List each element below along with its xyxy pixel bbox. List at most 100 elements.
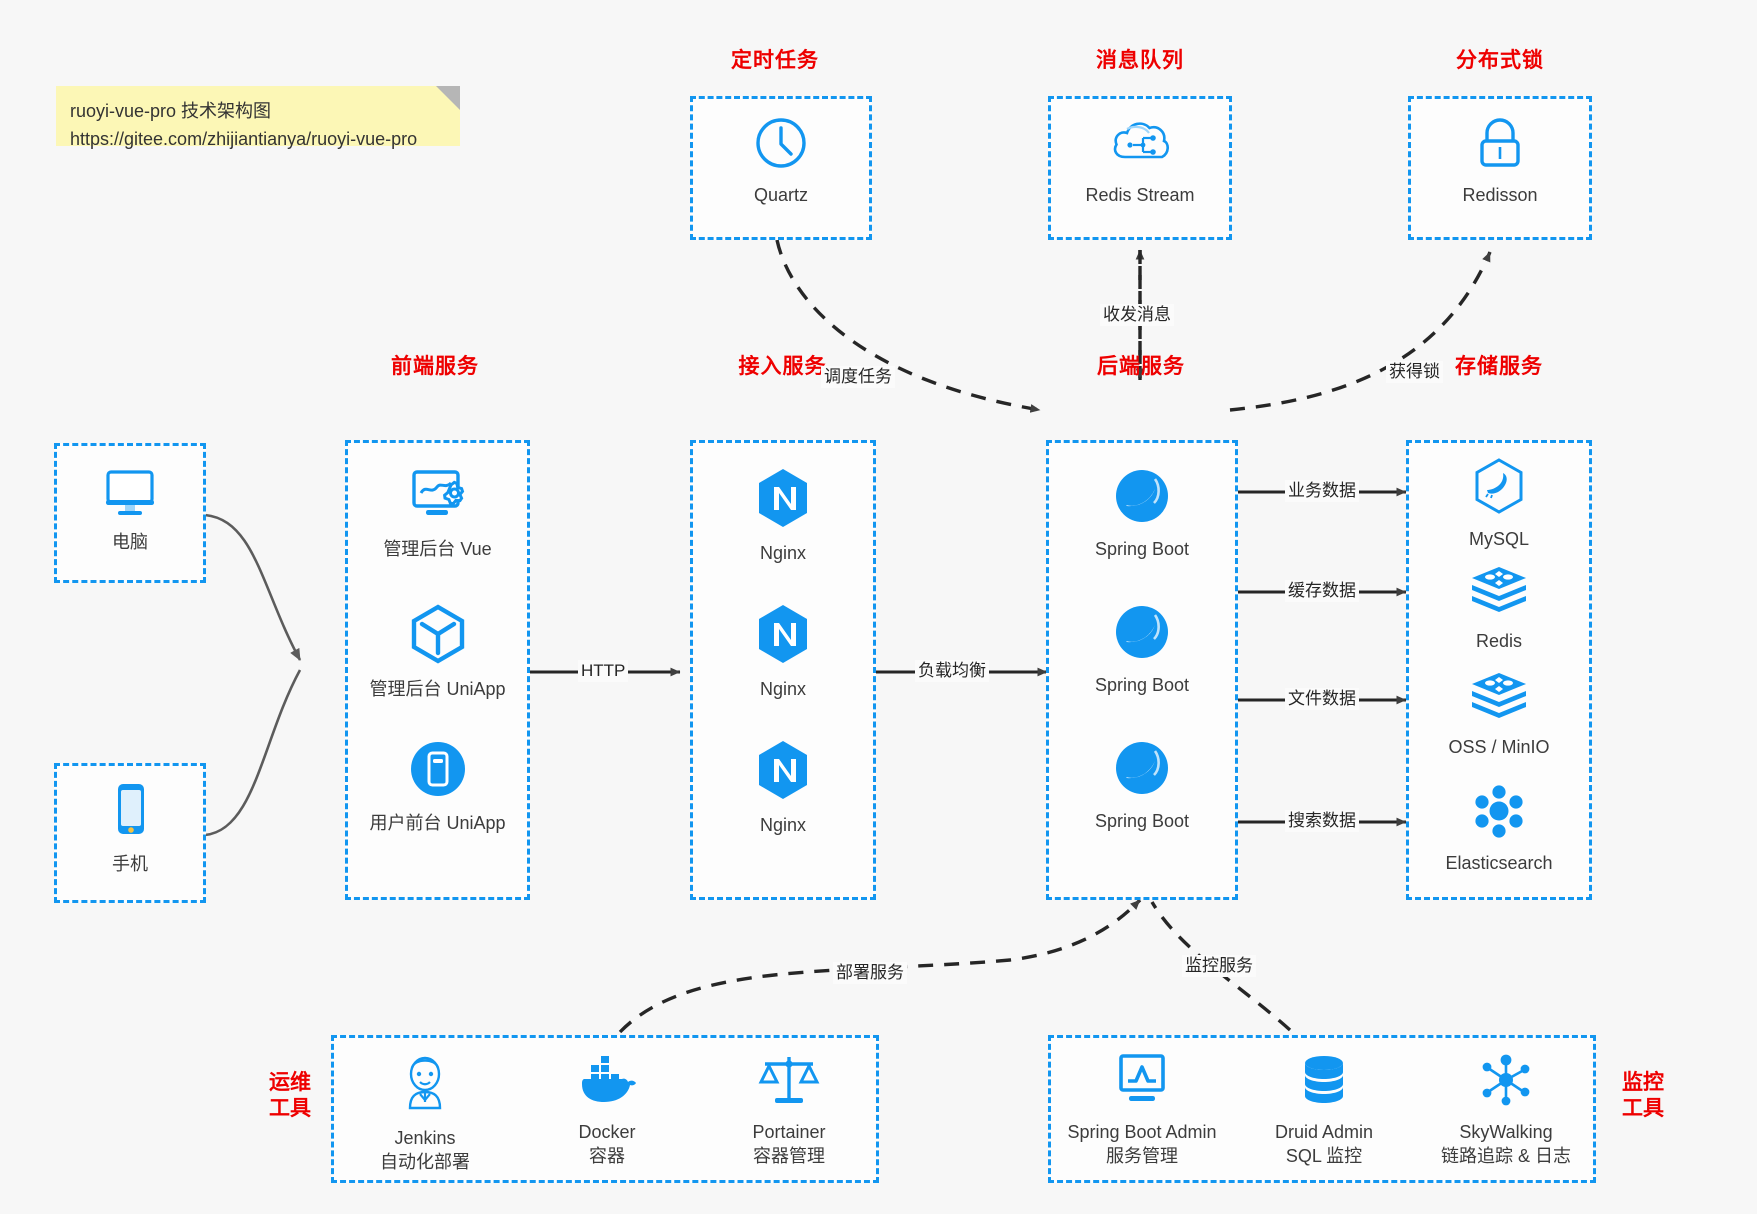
edge-quartz-to-backend	[775, 239, 1041, 413]
note-line-1: ruoyi-vue-pro 技术架构图	[70, 101, 272, 121]
node-label: 管理后台 Vue	[383, 539, 492, 559]
edge-pc-to-frontend	[204, 513, 302, 661]
edge-mobile-to-frontend	[204, 669, 302, 837]
scales-icon	[757, 1052, 821, 1113]
node-label: Jenkins	[394, 1128, 456, 1148]
edge-label-deploy-service: 部署服务	[833, 962, 907, 985]
group-box-lock: Redisson	[1408, 96, 1592, 240]
edge-label-file-data: 文件数据	[1285, 688, 1359, 711]
node-oss-minio[interactable]: OSS / MinIO	[1409, 671, 1589, 759]
node-nginx-2[interactable]: Nginx	[693, 603, 873, 701]
node-label: Docker	[578, 1122, 636, 1142]
node-redis[interactable]: Redis	[1409, 565, 1589, 653]
monitor-title-line1: 监控	[1622, 1071, 1664, 1094]
group-box-mobile: 手机	[54, 763, 206, 903]
node-label: Nginx	[759, 679, 807, 699]
cube-icon	[408, 603, 468, 670]
docker-icon	[574, 1052, 640, 1113]
node-spring-boot-admin[interactable]: Spring Boot Admin 服务管理	[1051, 1052, 1233, 1169]
node-portainer[interactable]: Portainer 容器管理	[698, 1052, 880, 1169]
node-label: Quartz	[753, 185, 809, 205]
group-title-scheduler: 定时任务	[731, 49, 819, 72]
group-box-pc: 电脑	[54, 443, 206, 583]
dashboard-gear-icon	[407, 467, 469, 530]
desktop-icon	[100, 464, 160, 523]
node-label: Redis	[1475, 631, 1523, 651]
node-skywalking[interactable]: SkyWalking 链路追踪 & 日志	[1415, 1052, 1597, 1169]
nginx-icon	[754, 467, 812, 534]
node-sublabel: 容器	[589, 1146, 625, 1167]
node-pc[interactable]: 电脑	[57, 464, 203, 554]
group-box-monitor: Spring Boot Admin 服务管理 Druid Admin SQL 监…	[1048, 1035, 1596, 1183]
group-title-frontend: 前端服务	[391, 355, 479, 378]
node-spring-boot-2[interactable]: Spring Boot	[1049, 603, 1235, 697]
node-label: Redis Stream	[1085, 185, 1195, 205]
node-mobile[interactable]: 手机	[57, 780, 203, 876]
devops-title-line2: 工具	[269, 1097, 311, 1121]
node-label: Nginx	[759, 543, 807, 563]
node-label: Redisson	[1462, 185, 1538, 205]
edge-label-search-data: 搜索数据	[1285, 810, 1359, 833]
nginx-icon	[754, 603, 812, 670]
edge-label-send-receive-msg: 收发消息	[1100, 304, 1174, 327]
smartphone-icon	[108, 780, 152, 845]
group-title-mq: 消息队列	[1096, 49, 1184, 72]
padlock-icon	[1473, 115, 1527, 176]
edge-label-acquire-lock: 获得锁	[1386, 361, 1443, 384]
node-admin-vue[interactable]: 管理后台 Vue	[348, 467, 527, 561]
group-box-mq: Redis Stream	[1048, 96, 1232, 240]
monitor-title-line2: 工具	[1622, 1097, 1664, 1121]
node-label: Spring Boot Admin	[1067, 1122, 1217, 1142]
node-mysql[interactable]: MySQL	[1409, 457, 1589, 551]
node-redisson[interactable]: Redisson	[1411, 115, 1589, 207]
node-sublabel: 容器管理	[753, 1146, 825, 1167]
edge-label-monitor-service: 监控服务	[1182, 955, 1256, 978]
mysql-icon	[1470, 457, 1528, 520]
group-box-backend: Spring Boot Spring Boot Spring Boot	[1046, 440, 1238, 900]
spring-boot-icon	[1113, 603, 1171, 666]
group-title-gateway: 接入服务	[738, 355, 827, 378]
note-line-2: https://gitee.com/zhijiantianya/ruoyi-vu…	[70, 128, 418, 149]
node-user-uniapp[interactable]: 用户前台 UniApp	[348, 739, 527, 835]
node-label: Spring Boot	[1094, 811, 1190, 831]
node-spring-boot-1[interactable]: Spring Boot	[1049, 467, 1235, 561]
node-redis-stream[interactable]: Redis Stream	[1051, 115, 1229, 207]
group-box-gateway: Nginx Nginx Nginx	[690, 440, 876, 900]
group-title-devops: 运维 工具	[255, 1070, 325, 1123]
edge-label-http: HTTP	[578, 660, 629, 683]
edge-label-schedule-task: 调度任务	[821, 366, 895, 389]
node-docker[interactable]: Docker 容器	[516, 1052, 698, 1169]
node-label: Druid Admin	[1274, 1122, 1374, 1142]
node-nginx-3[interactable]: Nginx	[693, 739, 873, 837]
edge-label-cache-data: 缓存数据	[1285, 580, 1359, 603]
node-spring-boot-3[interactable]: Spring Boot	[1049, 739, 1235, 833]
monitor-chart-icon	[1111, 1052, 1173, 1113]
node-label: OSS / MinIO	[1448, 737, 1550, 757]
node-label: MySQL	[1468, 529, 1529, 549]
group-box-scheduler: Quartz	[690, 96, 872, 240]
node-admin-uniapp[interactable]: 管理后台 UniApp	[348, 603, 527, 701]
group-title-monitor: 监控 工具	[1608, 1070, 1678, 1123]
node-label: Portainer	[752, 1122, 826, 1142]
group-box-devops: Jenkins 自动化部署 Docker 容器	[331, 1035, 879, 1183]
clock-icon	[753, 115, 809, 176]
node-druid-admin[interactable]: Druid Admin SQL 监控	[1233, 1052, 1415, 1169]
group-title-backend: 后端服务	[1097, 355, 1185, 378]
redis-icon	[1469, 565, 1529, 622]
database-icon	[1296, 1052, 1352, 1113]
node-label: 用户前台 UniApp	[369, 813, 506, 833]
node-label: SkyWalking	[1459, 1122, 1553, 1142]
edge-label-load-balance: 负载均衡	[915, 660, 989, 683]
spring-boot-icon	[1113, 467, 1171, 530]
devops-title-line1: 运维	[269, 1071, 311, 1094]
spring-boot-icon	[1113, 739, 1171, 802]
node-elasticsearch[interactable]: Elasticsearch	[1409, 783, 1589, 875]
group-box-frontend: 管理后台 Vue 管理后台 UniApp 用户前台 U	[345, 440, 530, 900]
node-nginx-1[interactable]: Nginx	[693, 467, 873, 565]
mobile-app-icon	[408, 739, 468, 804]
node-quartz[interactable]: Quartz	[693, 115, 869, 207]
node-jenkins[interactable]: Jenkins 自动化部署	[334, 1052, 516, 1175]
node-sublabel: 自动化部署	[380, 1152, 470, 1173]
elasticsearch-icon	[1470, 783, 1528, 844]
node-label: Spring Boot	[1094, 675, 1190, 695]
